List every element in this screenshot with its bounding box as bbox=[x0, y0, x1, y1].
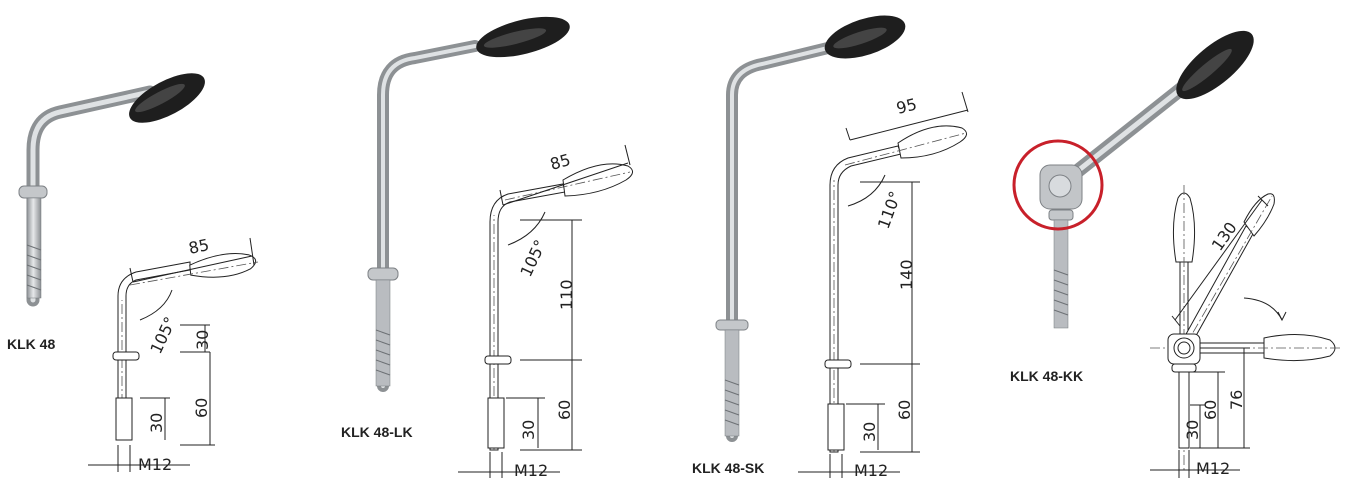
dim-angle: 105° bbox=[516, 237, 550, 280]
klk48-drawing: 85 105° 30 60 30 M12 bbox=[88, 235, 259, 474]
klk48-lk-photo bbox=[367, 16, 570, 392]
klk48-sk-photo bbox=[715, 15, 906, 442]
dim-thread-length: 30 bbox=[860, 422, 879, 442]
klk48-kk-drawing: 130 60 76 30 M12 bbox=[1150, 185, 1342, 478]
dim-height: 60 bbox=[1201, 400, 1220, 420]
dim-angle: 110° bbox=[874, 189, 905, 232]
dim-height: 60 bbox=[192, 398, 211, 418]
product-label: KLK 48-KK bbox=[1010, 368, 1084, 384]
product-label: KLK 48-SK bbox=[692, 460, 765, 476]
product-klk48-kk: 130 60 76 30 M12 KLK 48-KK bbox=[1000, 0, 1347, 480]
dim-thread-length: 30 bbox=[147, 413, 166, 433]
klk48-photo bbox=[18, 73, 205, 307]
klk48-kk-photo bbox=[1012, 30, 1254, 329]
dim-height: 60 bbox=[555, 400, 574, 420]
dim-angle: 105° bbox=[146, 314, 180, 357]
dim-thread: M12 bbox=[854, 461, 888, 480]
dim-total-height: 76 bbox=[1227, 390, 1246, 410]
product-klk48-sk: 95 110° 140 60 30 M12 KLK 48-SK bbox=[670, 0, 1000, 480]
dim-length: 95 bbox=[894, 95, 918, 118]
dim-offset: 140 bbox=[897, 259, 916, 290]
dim-thread: M12 bbox=[514, 461, 548, 480]
dim-thread-length: 30 bbox=[519, 420, 538, 440]
dim-height: 60 bbox=[895, 400, 914, 420]
product-klk48: 85 105° 30 60 30 M12 KLK 48 bbox=[0, 0, 300, 480]
dim-length: 85 bbox=[548, 150, 573, 174]
dim-length: 85 bbox=[187, 235, 211, 258]
product-label: KLK 48-LK bbox=[341, 424, 413, 440]
dim-thread: M12 bbox=[1196, 459, 1230, 478]
klk48-lk-drawing: 85 105° 110 60 30 M12 bbox=[458, 144, 633, 480]
klk48-sk-drawing: 95 110° 140 60 30 M12 bbox=[798, 91, 969, 480]
dim-offset: 110 bbox=[557, 279, 576, 310]
dim-thread-length: 30 bbox=[1183, 420, 1202, 440]
dim-thread: M12 bbox=[138, 455, 172, 474]
dim-offset: 30 bbox=[193, 330, 212, 350]
product-label: KLK 48 bbox=[7, 336, 56, 352]
product-klk48-lk: 85 105° 110 60 30 M12 KLK 48-LK bbox=[320, 0, 650, 480]
joint-highlight-icon bbox=[1012, 139, 1104, 231]
